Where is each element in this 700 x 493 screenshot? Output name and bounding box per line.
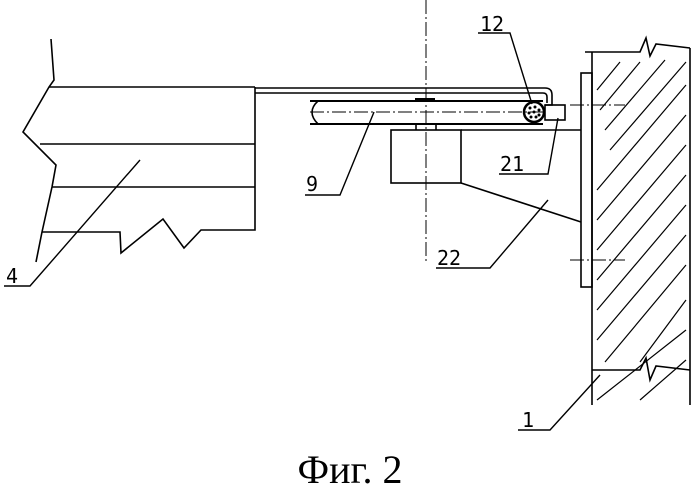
label-21: 21 xyxy=(500,154,524,174)
top-plate xyxy=(255,88,552,105)
label-12: 12 xyxy=(480,14,504,34)
clamp-21 xyxy=(545,105,565,120)
slab-4 xyxy=(23,39,255,262)
wall-1 xyxy=(585,38,690,405)
bracket-22 xyxy=(461,130,581,222)
label-22: 22 xyxy=(437,248,461,268)
label-9: 9 xyxy=(306,174,318,194)
label-4: 4 xyxy=(6,266,18,286)
center-lines xyxy=(310,0,625,262)
label-1: 1 xyxy=(522,410,534,430)
figure-caption: Фиг. 2 xyxy=(0,446,700,493)
